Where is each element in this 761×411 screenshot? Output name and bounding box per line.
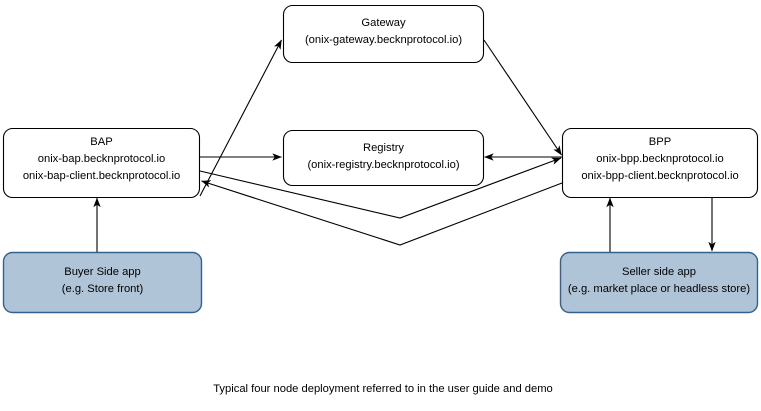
edge-bap-to-bpp bbox=[199, 157, 562, 219]
node-gateway-box[interactable] bbox=[282, 4, 485, 64]
node-bap-host-primary: onix-bap.becknprotocol.io bbox=[38, 153, 166, 165]
edge-bap-to-gateway bbox=[199, 39, 282, 197]
node-bpp-title: BPP bbox=[649, 136, 671, 148]
edge-gateway-to-bpp bbox=[483, 39, 562, 156]
node-bpp-host-primary: onix-bpp.becknprotocol.io bbox=[596, 153, 724, 165]
node-buyer-app[interactable]: Buyer Side app (e.g. Store front) bbox=[2, 251, 203, 314]
node-registry-box[interactable] bbox=[282, 129, 485, 187]
node-seller-app-title: Seller side app bbox=[622, 266, 696, 278]
node-registry-title: Registry bbox=[363, 142, 404, 154]
node-seller-app-subtitle: (e.g. market place or headless store) bbox=[568, 283, 750, 295]
node-bap-title: BAP bbox=[90, 136, 112, 148]
node-registry[interactable]: Registry (onix-registry.becknprotocol.io… bbox=[282, 129, 485, 187]
node-buyer-app-box[interactable] bbox=[2, 251, 203, 314]
node-gateway-title: Gateway bbox=[361, 17, 406, 29]
edge-layer bbox=[93, 39, 716, 252]
node-gateway[interactable]: Gateway (onix-gateway.becknprotocol.io) bbox=[282, 4, 485, 64]
node-bap-host-client: onix-bap-client.becknprotocol.io bbox=[23, 170, 180, 182]
node-bpp-box[interactable] bbox=[561, 127, 759, 199]
node-buyer-app-title: Buyer Side app bbox=[64, 266, 141, 278]
node-gateway-subtitle: (onix-gateway.becknprotocol.io) bbox=[305, 34, 462, 46]
node-bap[interactable]: BAP onix-bap.becknprotocol.io onix-bap-c… bbox=[2, 127, 201, 199]
node-seller-app-box[interactable] bbox=[559, 251, 759, 314]
node-bap-box[interactable] bbox=[2, 127, 201, 199]
edge-bpp-to-bap bbox=[201, 180, 563, 246]
node-buyer-app-subtitle: (e.g. Store front) bbox=[62, 283, 144, 295]
node-bpp-host-client: onix-bpp-client.becknprotocol.io bbox=[581, 170, 738, 182]
node-registry-subtitle: (onix-registry.becknprotocol.io) bbox=[307, 159, 459, 171]
node-seller-app[interactable]: Seller side app (e.g. market place or he… bbox=[559, 251, 759, 314]
diagram-caption: Typical four node deployment referred to… bbox=[213, 383, 553, 395]
node-bpp[interactable]: BPP onix-bpp.becknprotocol.io onix-bpp-c… bbox=[561, 127, 759, 199]
